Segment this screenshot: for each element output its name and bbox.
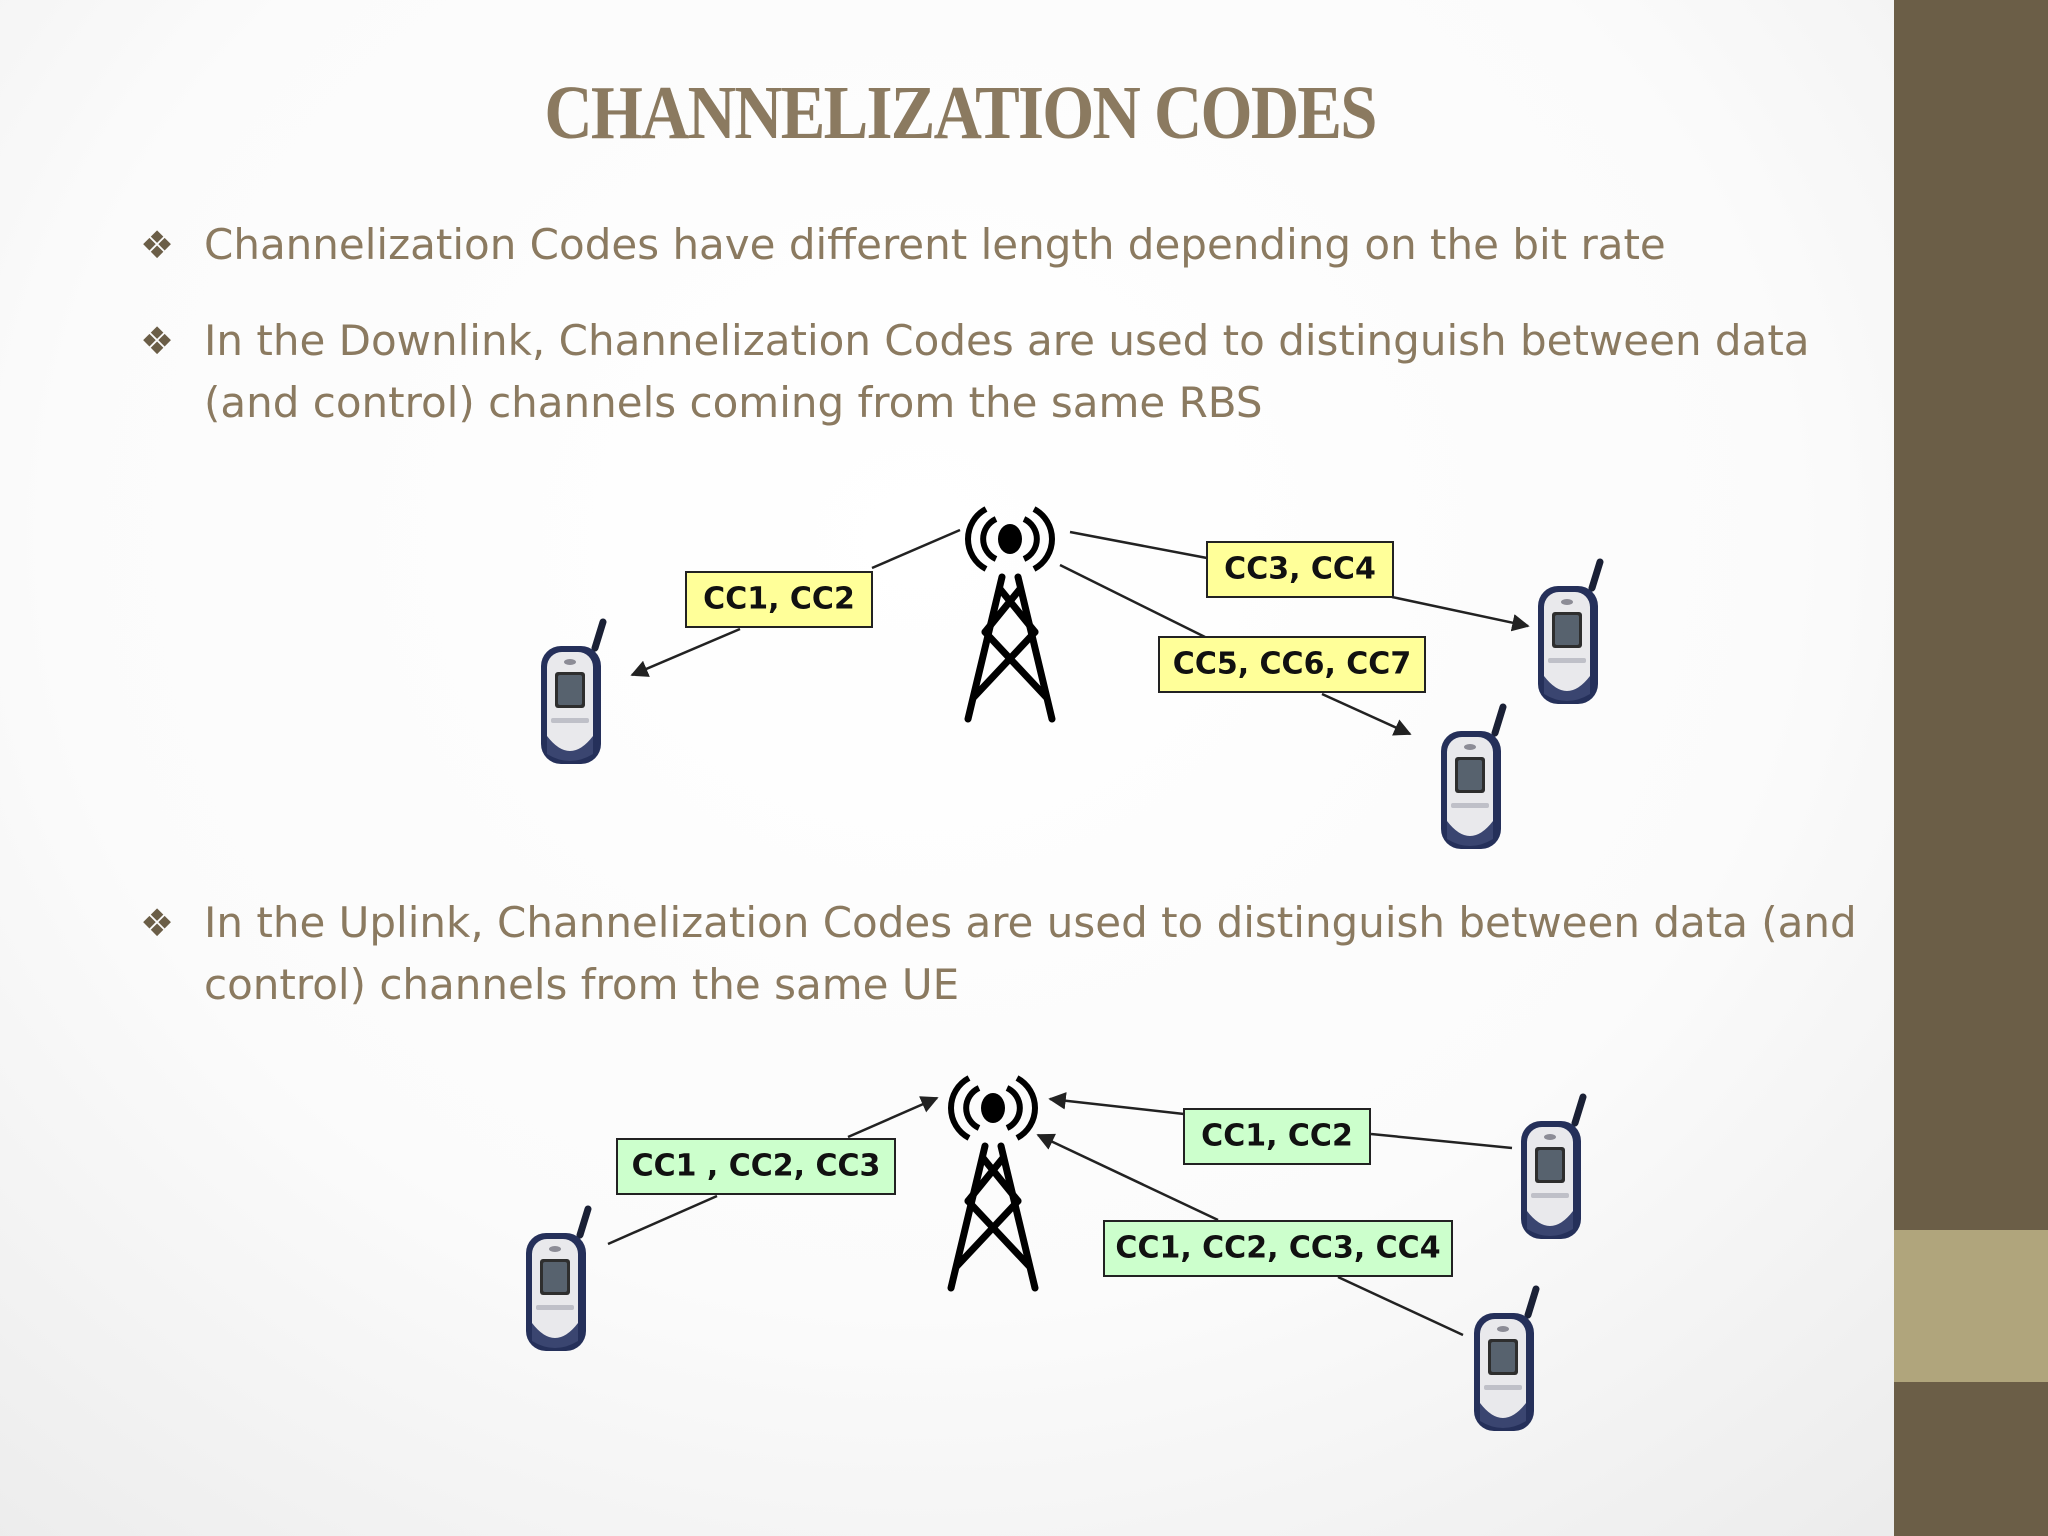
link-line: [1069, 530, 1208, 560]
downlink-label-2: CC3, CC4: [1206, 541, 1394, 598]
flip-phone-icon: [541, 622, 603, 764]
bullet-text: In the Uplink, Channelization Codes are …: [204, 898, 1857, 1009]
link-arrow: [1321, 692, 1412, 736]
code-label-text: CC1, CC2: [1201, 1119, 1353, 1154]
link-line: [607, 1194, 718, 1246]
link-arrow: [847, 1096, 939, 1139]
bullet-bit-rate: ❖ Channelization Codes have different le…: [140, 214, 1900, 276]
bullet-uplink: ❖ In the Uplink, Channelization Codes ar…: [140, 892, 1900, 1016]
link-arrow: [1048, 1092, 1185, 1116]
bullet-text: In the Downlink, Channelization Codes ar…: [204, 316, 1810, 427]
downlink-links: [630, 528, 1530, 736]
flip-phone-icon: [526, 1209, 588, 1351]
flip-phone-icon: [1538, 562, 1600, 704]
antenna-tower-icon: [951, 1078, 1035, 1288]
bullet-text: Channelization Codes have different leng…: [204, 220, 1666, 269]
code-label-box: [685, 571, 873, 628]
side-bar-accent: [1894, 1230, 2048, 1382]
uplink-label-2: CC1, CC2: [1183, 1108, 1371, 1165]
link-line: [1370, 1132, 1513, 1150]
uplink-links: [607, 1092, 1513, 1337]
channelization-diagram: CC1, CC2 CC3, CC4 CC5, CC6, CC7 CC1 , CC…: [0, 0, 1894, 1536]
flip-phone-icon: [1521, 1097, 1583, 1239]
flip-phone-icon: [1441, 707, 1503, 849]
link-line: [1337, 1275, 1464, 1337]
link-arrow: [630, 627, 741, 677]
code-label-box: [1103, 1220, 1453, 1277]
code-label-box: [616, 1138, 896, 1195]
link-arrow: [1036, 1133, 1219, 1222]
code-label-text: CC1, CC2, CC3, CC4: [1115, 1231, 1440, 1266]
code-label-text: CC3, CC4: [1224, 552, 1376, 587]
antenna-tower-icon: [968, 509, 1052, 719]
uplink-label-3: CC1, CC2, CC3, CC4: [1103, 1220, 1453, 1277]
link-line: [1059, 563, 1206, 639]
bullet-icon: ❖: [140, 901, 175, 945]
code-label-text: CC5, CC6, CC7: [1173, 647, 1411, 682]
code-label-box: [1158, 636, 1426, 693]
bullet-downlink: ❖ In the Downlink, Channelization Codes …: [140, 310, 1900, 434]
downlink-label-3: CC5, CC6, CC7: [1158, 636, 1426, 693]
uplink-diagram: CC1 , CC2, CC3 CC1, CC2 CC1, CC2, CC3, C…: [526, 1078, 1583, 1431]
code-label-text: CC1 , CC2, CC3: [632, 1149, 881, 1184]
downlink-label-1: CC1, CC2: [685, 571, 873, 628]
uplink-label-1: CC1 , CC2, CC3: [616, 1138, 896, 1195]
bullet-icon: ❖: [140, 319, 175, 363]
code-label-box: [1183, 1108, 1371, 1165]
code-label-text: CC1, CC2: [703, 582, 855, 617]
slide-title: CHANNELIZATION CODES: [544, 71, 1377, 155]
link-arrow: [1391, 595, 1530, 632]
bullet-icon: ❖: [140, 223, 175, 267]
flip-phone-icon: [1474, 1289, 1536, 1431]
link-line: [871, 528, 961, 570]
downlink-diagram: CC1, CC2 CC3, CC4 CC5, CC6, CC7: [541, 509, 1600, 849]
code-label-box: [1206, 541, 1394, 598]
